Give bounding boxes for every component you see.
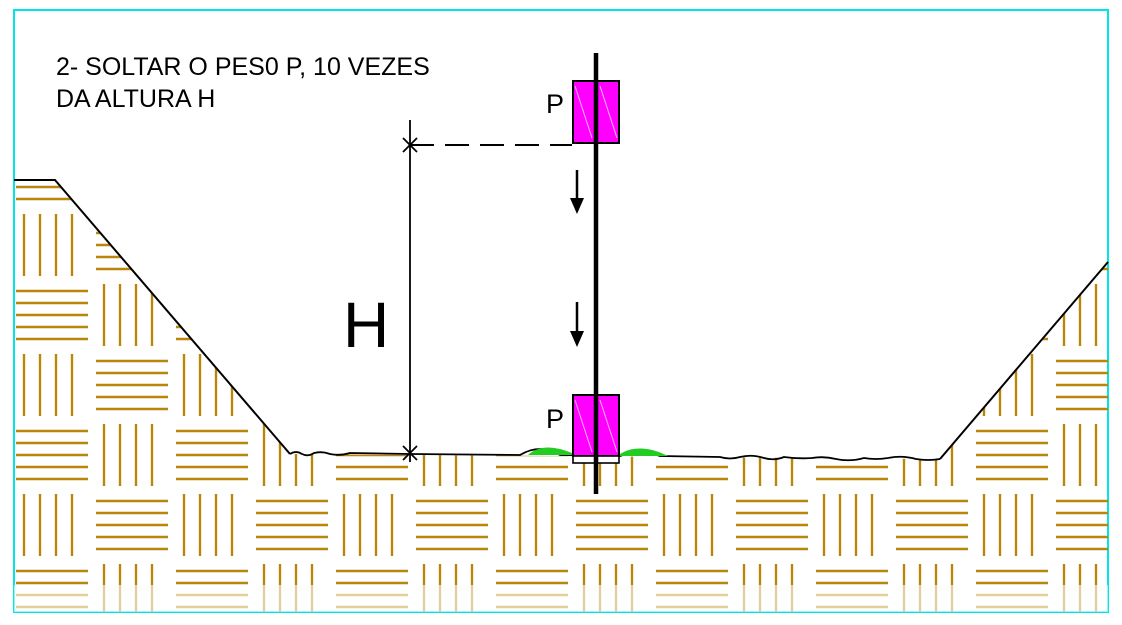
weight-bottom (572, 394, 620, 464)
excavation-floor (289, 448, 941, 462)
weight-top (572, 80, 620, 144)
height-dimension (402, 120, 572, 462)
excavation-right-slope (939, 261, 1109, 460)
grass-right (620, 448, 668, 456)
instruction-line-2: DA ALTURA H (56, 85, 215, 113)
grass-left (528, 447, 572, 455)
arrow-down-icon (570, 170, 584, 214)
weight-bottom-label: P (546, 404, 564, 434)
arrow-down-icon (570, 302, 584, 347)
excavation-left-slope (14, 179, 291, 455)
weight-top-label: P (546, 89, 564, 119)
soil-hatch (14, 180, 1108, 612)
height-label: H (343, 289, 389, 361)
instruction-line-1: 2- SOLTAR O PES0 P, 10 VEZES (56, 53, 430, 81)
